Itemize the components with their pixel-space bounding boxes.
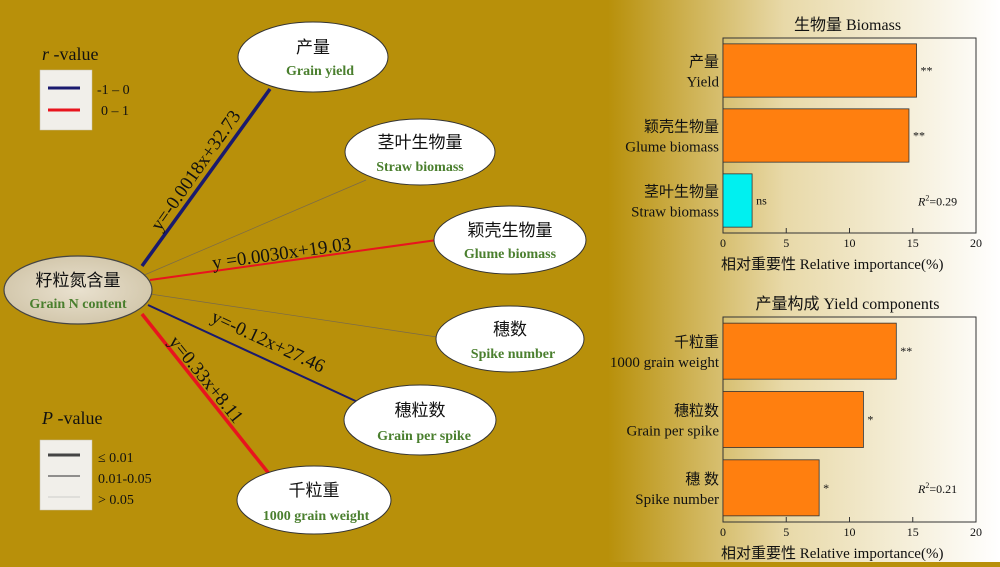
node-kernel-weight-cn: 千粒重 bbox=[289, 481, 340, 500]
line-glume bbox=[149, 239, 438, 281]
significance-label: * bbox=[823, 481, 829, 495]
x-tick-label: 10 bbox=[844, 236, 856, 250]
category-label-en: Spike number bbox=[635, 492, 719, 508]
bar bbox=[722, 43, 917, 98]
x-tick-label: 0 bbox=[720, 525, 726, 539]
significance-label: ** bbox=[921, 64, 933, 78]
node-spike-number-en: Spike number bbox=[471, 347, 555, 362]
significance-label: * bbox=[867, 413, 873, 427]
node-yield-cn: 产量 bbox=[296, 38, 330, 57]
line-straw bbox=[141, 179, 367, 277]
node-kernel-weight: 千粒重 1000 grain weight bbox=[236, 465, 392, 535]
x-tick-label: 5 bbox=[783, 525, 789, 539]
category-label-cn: 茎叶生物量 bbox=[644, 184, 719, 201]
node-kernel-weight-en: 1000 grain weight bbox=[263, 509, 370, 524]
rvalue-legend-box bbox=[39, 69, 93, 131]
x-tick-label: 5 bbox=[783, 236, 789, 250]
node-grain-per-spike: 穗粒数 Grain per spike bbox=[343, 384, 497, 456]
center-node-en: Grain N content bbox=[29, 297, 127, 312]
category-label-cn: 穗粒数 bbox=[674, 403, 719, 420]
x-tick-label: 20 bbox=[970, 525, 982, 539]
node-grain-per-spike-en: Grain per spike bbox=[377, 429, 471, 444]
x-axis-label: 相对重要性 Relative importance(%) bbox=[721, 545, 943, 562]
pvalue-label-weak: > 0.05 bbox=[98, 493, 134, 508]
line-grain-per-spike bbox=[147, 304, 363, 405]
bar bbox=[722, 322, 897, 380]
connection-lines bbox=[140, 87, 438, 477]
node-grain-per-spike-cn: 穗粒数 bbox=[395, 401, 446, 420]
category-label-cn: 产量 bbox=[689, 54, 719, 71]
bar bbox=[722, 459, 820, 517]
equation-kernel-weight: y=0.33x+8.11 bbox=[164, 332, 247, 428]
category-label-en: 1000 grain weight bbox=[610, 355, 720, 371]
significance-label: ** bbox=[900, 344, 912, 358]
pvalue-label-strong: ≤ 0.01 bbox=[98, 451, 134, 466]
node-glume-cn: 颖壳生物量 bbox=[468, 221, 553, 240]
line-kernel-weight bbox=[140, 312, 272, 477]
node-straw: 茎叶生物量 Straw biomass bbox=[344, 118, 496, 186]
bar bbox=[722, 108, 910, 163]
center-node-ellipse bbox=[3, 255, 153, 325]
equation-yield: y=-0.0018x+32.73 bbox=[147, 107, 246, 235]
rvalue-label-negative: -1 – 0 bbox=[97, 83, 130, 98]
bar bbox=[722, 173, 753, 228]
center-node-cn: 籽粒氮含量 bbox=[36, 271, 121, 290]
category-label-cn: 穗 数 bbox=[685, 471, 719, 488]
significance-label: ns bbox=[756, 194, 767, 208]
category-label-en: Glume biomass bbox=[625, 140, 719, 156]
chart-title: 生物量 Biomass bbox=[794, 16, 901, 34]
category-label-en: Yield bbox=[687, 75, 720, 91]
node-straw-en: Straw biomass bbox=[376, 160, 464, 175]
r-squared-label: R2=0.21 bbox=[917, 481, 957, 496]
line-spike-number bbox=[149, 293, 438, 338]
node-glume-en: Glume biomass bbox=[464, 247, 557, 262]
node-yield-en: Grain yield bbox=[286, 64, 354, 79]
category-label-cn: 千粒重 bbox=[674, 334, 719, 351]
chart-biomass: 生物量 Biomass ** 产量 Yield ** 颖壳生物量 Glume biomass… bbox=[625, 16, 982, 273]
pvalue-label-medium: 0.01-0.05 bbox=[98, 472, 152, 487]
target-nodes: 产量 Grain yield 茎叶生物量 Straw biomass 颖壳生物量… bbox=[236, 21, 587, 535]
center-node: 籽粒氮含量 Grain N content bbox=[3, 255, 153, 325]
node-glume: 颖壳生物量 Glume biomass bbox=[433, 205, 587, 275]
rvalue-label-positive: 0 – 1 bbox=[101, 104, 129, 119]
rvalue-legend-title: r -value bbox=[42, 44, 99, 64]
x-tick-label: 10 bbox=[844, 525, 856, 539]
x-axis-label: 相对重要性 Relative importance(%) bbox=[721, 256, 943, 273]
equations: y=-0.0018x+32.73 y =0.0030x+19.03 y=-0.1… bbox=[147, 107, 353, 428]
r-squared-label: R2=0.29 bbox=[917, 194, 957, 209]
category-label-en: Grain per spike bbox=[627, 424, 720, 440]
x-tick-label: 20 bbox=[970, 236, 982, 250]
category-label-en: Straw biomass bbox=[631, 205, 719, 221]
significance-label: ** bbox=[913, 129, 925, 143]
pvalue-legend-title: P -value bbox=[41, 408, 102, 428]
node-spike-number: 穗数 Spike number bbox=[435, 305, 585, 373]
node-straw-cn: 茎叶生物量 bbox=[378, 133, 463, 152]
bar bbox=[722, 391, 864, 448]
x-tick-label: 0 bbox=[720, 236, 726, 250]
x-tick-label: 15 bbox=[907, 525, 919, 539]
category-label-cn: 颖壳生物量 bbox=[644, 119, 719, 136]
pvalue-legend-box bbox=[39, 439, 93, 511]
chart-title: 产量构成 Yield components bbox=[756, 295, 940, 313]
node-spike-number-cn: 穗数 bbox=[493, 320, 527, 339]
equation-glume: y =0.0030x+19.03 bbox=[211, 234, 353, 274]
x-tick-label: 15 bbox=[907, 236, 919, 250]
line-yield bbox=[140, 87, 272, 268]
node-yield: 产量 Grain yield bbox=[237, 21, 389, 93]
